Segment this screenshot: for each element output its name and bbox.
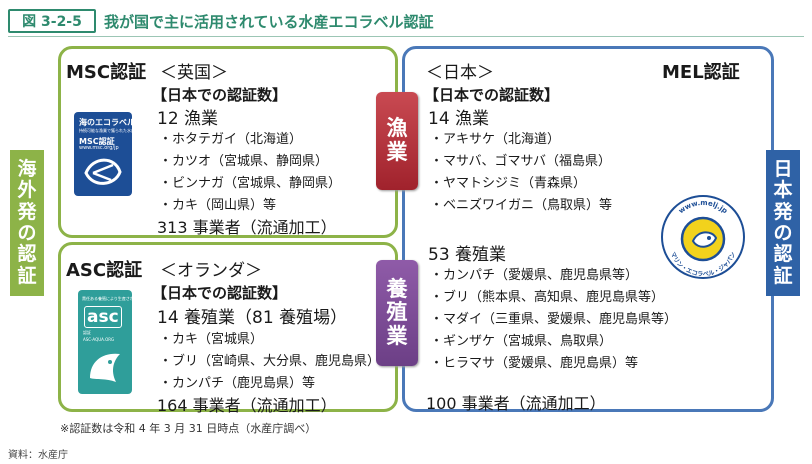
asc-origin: ＜オランダ＞	[160, 261, 262, 281]
mel-logo: www.melj.jp マリン・エコラベル・ジャパン	[661, 195, 745, 279]
header-divider	[8, 36, 804, 37]
msc-logo-text: 持続可能な漁業で獲られた水産物	[79, 128, 139, 133]
figure-number: 図 3-2-5	[8, 9, 96, 33]
asc-count-heading: 【日本での認証数】	[152, 284, 288, 302]
msc-logo-text: www.msc.org/jp	[79, 145, 119, 151]
footnote: ※認証数は令和 4 年 3 月 31 日時点（水産庁調べ）	[60, 422, 317, 435]
msc-item: ・カキ（岡山県）等	[159, 198, 277, 213]
asc-logo-text: asc	[84, 306, 122, 328]
aquaculture-category-label: 養 殖 業	[376, 260, 418, 366]
msc-item: ・カツオ（宮城県、静岡県）	[159, 154, 329, 169]
asc-name: ASC認証	[66, 260, 143, 281]
msc-item: ・ビンナガ（宮城県、静岡県）	[159, 176, 342, 191]
msc-origin: ＜英国＞	[160, 63, 228, 83]
asc-item: ・ブリ（宮崎県、大分県、鹿児島県）	[159, 354, 381, 369]
mel-name: MEL認証	[662, 62, 740, 83]
mel-aquaculture-item: ・マダイ（三重県、愛媛県、鹿児島県等）	[430, 312, 678, 327]
asc-item: ・カンパチ（鹿児島県）等	[159, 376, 316, 391]
figure-title: 我が国で主に活用されている水産エコラベル認証	[104, 13, 434, 31]
source-credit: 資料：水産庁	[8, 450, 68, 461]
asc-logo-text: 責任ある養殖により生産された水産物	[82, 296, 150, 301]
mel-fishery-count: 14 漁業	[428, 109, 490, 129]
asc-item: ・カキ（宮城県）	[159, 332, 264, 347]
asc-fish-icon	[90, 353, 120, 382]
mel-fishery-item: ・マサバ、ゴマサバ（福島県）	[430, 154, 611, 169]
fishery-category-label: 漁 業	[376, 92, 418, 190]
asc-logo-text: 認証	[83, 330, 91, 335]
msc-businesses: 313 事業者（流通加工）	[157, 218, 337, 237]
mel-fishery-item: ・ベニズワイガニ（鳥取県）等	[430, 198, 613, 213]
asc-count: 14 養殖業（81 養殖場）	[157, 308, 348, 328]
msc-item: ・ホタテガイ（北海道）	[159, 132, 303, 147]
msc-fish-icon	[84, 158, 122, 185]
msc-logo: 海のエコラベル 持続可能な漁業で獲られた水産物 MSC認証 www.msc.or…	[74, 112, 139, 196]
mel-aquaculture-count: 53 養殖業	[428, 245, 507, 265]
mel-businesses: 100 事業者（流通加工）	[426, 394, 606, 413]
mel-fishery-item: ・ヤマトシジミ（青森県）	[430, 176, 587, 191]
asc-businesses: 164 事業者（流通加工）	[157, 396, 337, 415]
overseas-certification-label: 海 外 発 の 認 証	[10, 150, 44, 296]
japan-certification-label: 日 本 発 の 認 証	[766, 150, 800, 296]
msc-logo-text: MSC認証	[79, 137, 115, 146]
asc-logo: 責任ある養殖により生産された水産物 asc 認証 ASC-AQUA.ORG	[78, 290, 150, 394]
msc-count-heading: 【日本での認証数】	[152, 86, 288, 104]
mel-aquaculture-item: ・ギンザケ（宮城県、鳥取県）	[430, 334, 613, 349]
msc-name: MSC認証	[66, 62, 147, 83]
mel-count-heading: 【日本での認証数】	[424, 86, 560, 104]
mel-fishery-item: ・アキサケ（北海道）	[430, 132, 561, 147]
mel-aquaculture-item: ・ブリ（熊本県、高知県、鹿児島県等）	[430, 290, 665, 305]
asc-logo-text: ASC-AQUA.ORG	[83, 337, 115, 342]
mel-aquaculture-item: ・カンパチ（愛媛県、鹿児島県等）	[430, 268, 639, 283]
msc-count: 12 漁業	[157, 109, 219, 129]
mel-aquaculture-item: ・ヒラマサ（愛媛県、鹿児島県）等	[430, 356, 639, 371]
mel-origin: ＜日本＞	[426, 63, 494, 83]
msc-logo-text: 海のエコラベル	[79, 118, 135, 127]
